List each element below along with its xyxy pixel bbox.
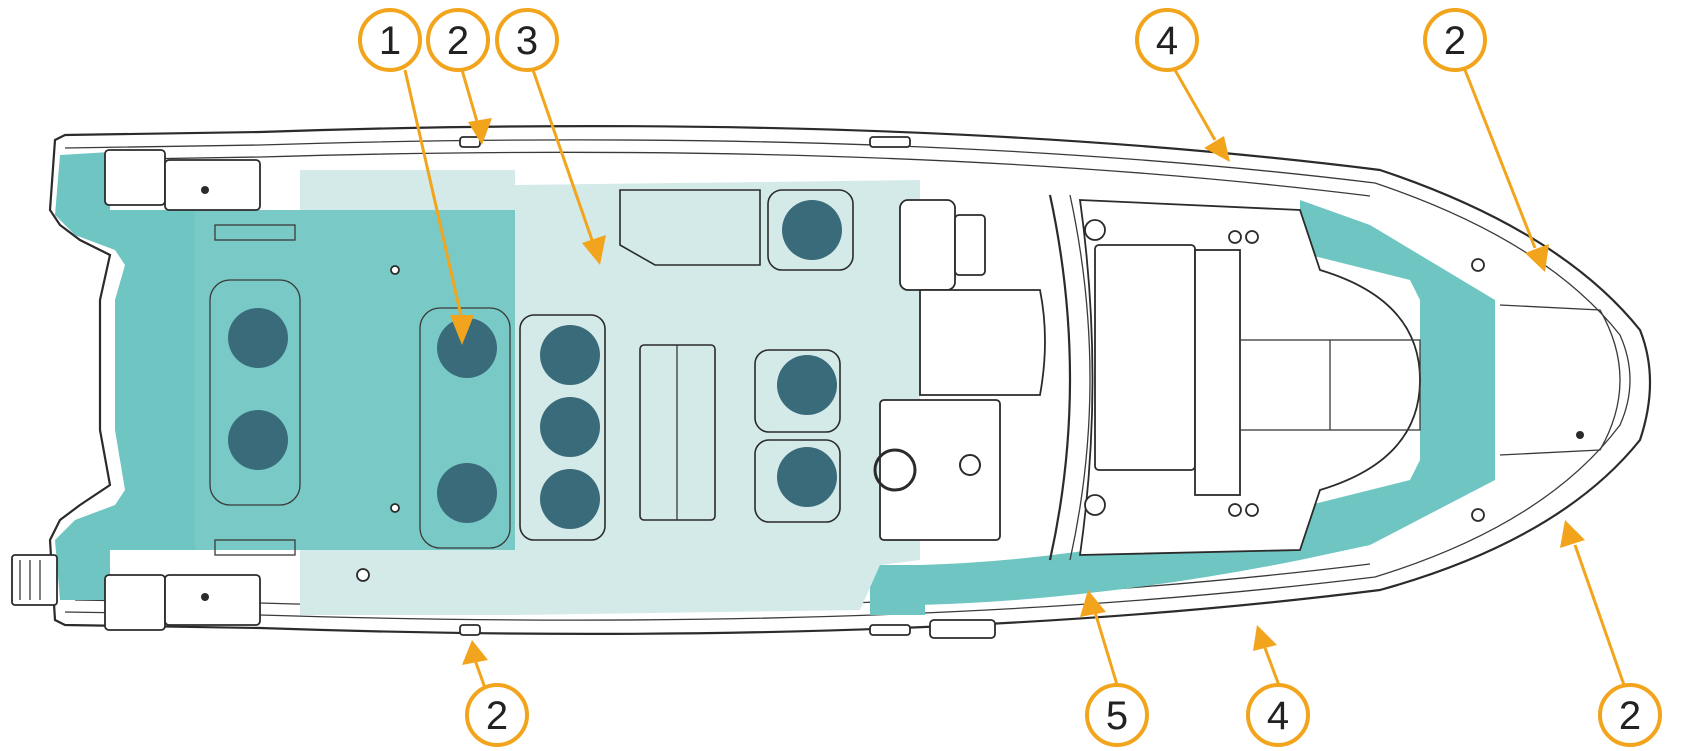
- svg-text:2: 2: [486, 694, 508, 738]
- svg-text:3: 3: [516, 19, 538, 63]
- seat-dot: [437, 463, 497, 523]
- svg-text:2: 2: [1619, 694, 1641, 738]
- svg-text:4: 4: [1267, 694, 1289, 738]
- svg-text:2: 2: [1444, 19, 1466, 63]
- callout-leaders: [403, 69, 1627, 689]
- callout-5: 5: [1085, 683, 1149, 747]
- callout-2: 2: [465, 683, 529, 747]
- svg-text:1: 1: [379, 19, 401, 63]
- seat-dot: [228, 308, 288, 368]
- svg-text:4: 4: [1156, 19, 1178, 63]
- seat-dot: [782, 200, 842, 260]
- callout-4: 4: [1135, 8, 1199, 72]
- svg-text:2: 2: [447, 19, 469, 63]
- svg-text:5: 5: [1106, 694, 1128, 738]
- callout-2: 2: [1423, 8, 1487, 72]
- seat-dot: [777, 447, 837, 507]
- callout-3: 3: [495, 8, 559, 72]
- callout-1: 1: [358, 8, 422, 72]
- callout-2: 2: [426, 8, 490, 72]
- seat-dot: [540, 469, 600, 529]
- callout-badges: 1 2 3 4 2 2 5 4: [358, 8, 1662, 747]
- seat-dot: [437, 318, 497, 378]
- seat-dot: [540, 397, 600, 457]
- seat-positions: [228, 200, 842, 529]
- seat-dot: [540, 325, 600, 385]
- seat-dot: [777, 355, 837, 415]
- callout-2: 2: [1598, 683, 1662, 747]
- callout-4: 4: [1246, 683, 1310, 747]
- seat-dot: [228, 410, 288, 470]
